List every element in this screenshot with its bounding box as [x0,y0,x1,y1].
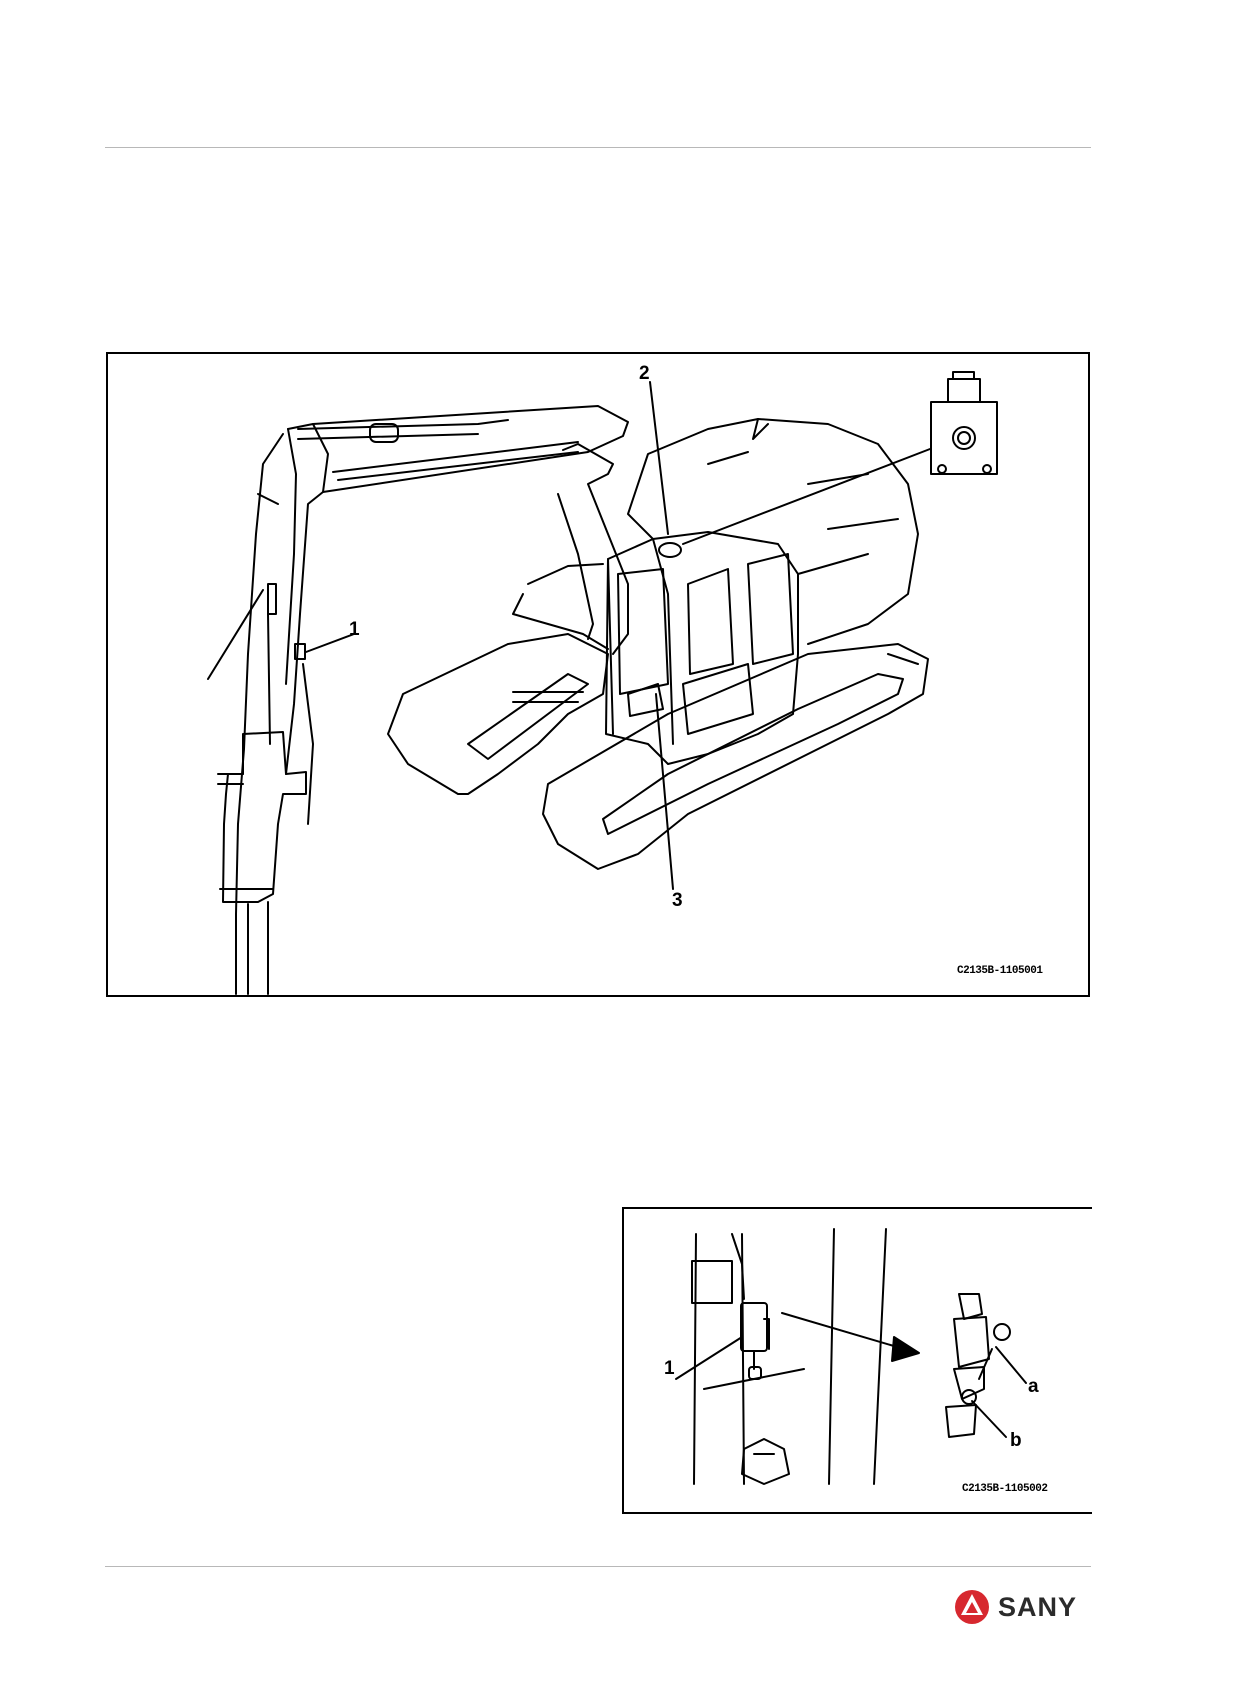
header-divider [105,147,1091,148]
callout-3: 3 [672,890,683,911]
excavator-illustration [207,371,998,995]
callout-1: 1 [664,1358,675,1379]
brand-name: SANY [998,1592,1078,1622]
figure-excavator-breaker: 1 2 3 C2135B-1105001 [106,352,1090,997]
figure-stop-valve-detail: 1 a b C2135B-1105002 [622,1207,1092,1514]
callout-a: a [1028,1376,1039,1397]
sany-logo: SANY [954,1589,1094,1625]
callout-b: b [1010,1430,1022,1451]
valve-illustration [675,1228,1027,1485]
callout-1: 1 [349,619,360,640]
figure-code: C2135B-1105001 [957,965,1043,977]
callout-2: 2 [639,363,650,384]
figure-code: C2135B-1105002 [962,1483,1048,1495]
footer-divider [105,1566,1091,1567]
sany-logo-icon [955,1590,989,1624]
